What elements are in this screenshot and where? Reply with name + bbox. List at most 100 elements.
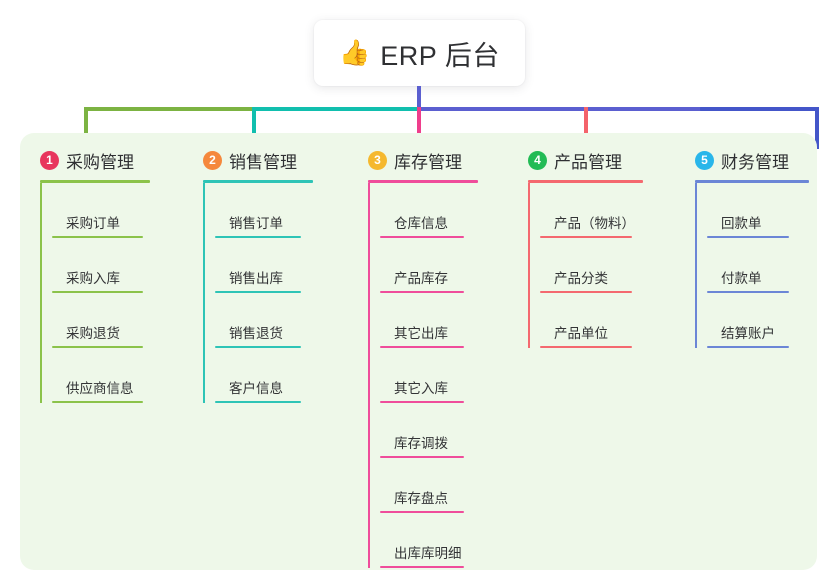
connector-drop-1 <box>84 107 88 149</box>
list-item-rule <box>52 401 143 403</box>
branch-title-3: 库存管理 <box>394 152 462 172</box>
list-item-label: 仓库信息 <box>394 216 448 231</box>
connector-drop-3 <box>417 107 421 149</box>
branch-header-5[interactable]: 5 财务管理 <box>695 146 839 174</box>
branch-items-1: 采购订单 采购入库 采购退货 供应商信息 <box>40 183 200 403</box>
list-item-label: 产品库存 <box>394 271 448 286</box>
list-item-rule <box>380 511 464 513</box>
root-node[interactable]: 👍 ERP 后台 <box>314 20 525 86</box>
list-item-label: 其它入库 <box>394 381 448 396</box>
list-item[interactable]: 仓库信息 <box>380 183 528 238</box>
branch-rule-5 <box>695 180 809 183</box>
branch-title-2: 销售管理 <box>229 152 297 172</box>
number-badge-3: 3 <box>368 150 387 170</box>
branch-column-4: 4 产品管理 产品（物料） 产品分类 产品单位 <box>528 146 688 348</box>
list-item[interactable]: 采购订单 <box>52 183 200 238</box>
branch-rule-4 <box>528 180 643 183</box>
branch-rule-2 <box>203 180 313 183</box>
list-item[interactable]: 结算账户 <box>707 293 839 348</box>
list-item-label: 结算账户 <box>721 326 775 341</box>
list-item[interactable]: 产品单位 <box>540 293 688 348</box>
list-item-rule <box>52 236 143 238</box>
list-item-rule <box>540 236 632 238</box>
branch-header-1[interactable]: 1 采购管理 <box>40 146 200 174</box>
connector-bus-green <box>84 107 254 111</box>
list-item[interactable]: 销售出库 <box>215 238 363 293</box>
list-item-rule <box>215 401 301 403</box>
list-item-rule <box>380 566 464 568</box>
list-item[interactable]: 其它入库 <box>380 348 528 403</box>
list-item-label: 客户信息 <box>229 381 283 396</box>
branch-header-4[interactable]: 4 产品管理 <box>528 146 688 174</box>
list-item-label: 出库库明细 <box>394 546 462 561</box>
list-item[interactable]: 客户信息 <box>215 348 363 403</box>
list-item[interactable]: 采购退货 <box>52 293 200 348</box>
branch-column-1: 1 采购管理 采购订单 采购入库 采购退货 供应商信息 <box>40 146 200 403</box>
list-item-rule <box>215 236 301 238</box>
list-item-rule <box>707 291 789 293</box>
list-item-label: 库存调拨 <box>394 436 448 451</box>
list-item[interactable]: 产品（物料） <box>540 183 688 238</box>
list-item[interactable]: 付款单 <box>707 238 839 293</box>
list-item-label: 付款单 <box>721 271 762 286</box>
branch-column-2: 2 销售管理 销售订单 销售出库 销售退货 客户信息 <box>203 146 363 403</box>
list-item[interactable]: 其它出库 <box>380 293 528 348</box>
list-item-label: 其它出库 <box>394 326 448 341</box>
list-item-rule <box>707 236 789 238</box>
branch-title-1: 采购管理 <box>66 152 134 172</box>
list-item-rule <box>215 291 301 293</box>
branch-column-5: 5 财务管理 回款单 付款单 结算账户 <box>695 146 839 348</box>
number-badge-5: 5 <box>695 150 714 170</box>
list-item-label: 供应商信息 <box>66 381 134 396</box>
branch-items-5: 回款单 付款单 结算账户 <box>695 183 839 348</box>
list-item-rule <box>380 456 464 458</box>
branch-header-3[interactable]: 3 库存管理 <box>368 146 528 174</box>
list-item-rule <box>52 346 143 348</box>
list-item[interactable]: 供应商信息 <box>52 348 200 403</box>
connector-bus-teal <box>252 107 419 111</box>
list-item-rule <box>380 401 464 403</box>
list-item-label: 销售订单 <box>229 216 283 231</box>
connector-bus-blue <box>417 107 702 111</box>
list-item[interactable]: 产品库存 <box>380 238 528 293</box>
branch-items-3: 仓库信息 产品库存 其它出库 其它入库 库存调拨 库存盘点 <box>368 183 528 568</box>
list-item-label: 库存盘点 <box>394 491 448 506</box>
number-badge-4: 4 <box>528 150 547 170</box>
list-item-rule <box>52 291 143 293</box>
connector-bus-indigo <box>700 107 819 111</box>
list-item[interactable]: 销售订单 <box>215 183 363 238</box>
list-item[interactable]: 回款单 <box>707 183 839 238</box>
connector-root-stem <box>417 86 421 110</box>
list-item-label: 产品分类 <box>554 271 608 286</box>
branch-spine-4 <box>528 183 530 348</box>
branch-panel <box>20 133 817 570</box>
branch-spine-1 <box>40 183 42 403</box>
branch-spine-3 <box>368 183 370 568</box>
list-item-label: 销售退货 <box>229 326 283 341</box>
branch-title-5: 财务管理 <box>721 152 789 172</box>
list-item-label: 产品单位 <box>554 326 608 341</box>
list-item[interactable]: 销售退货 <box>215 293 363 348</box>
branch-column-3: 3 库存管理 仓库信息 产品库存 其它出库 其它入库 库存调拨 <box>368 146 528 568</box>
list-item[interactable]: 采购入库 <box>52 238 200 293</box>
list-item[interactable]: 库存盘点 <box>380 458 528 513</box>
connector-drop-5 <box>815 107 819 149</box>
list-item-rule <box>380 236 464 238</box>
branch-items-2: 销售订单 销售出库 销售退货 客户信息 <box>203 183 363 403</box>
list-item-label: 销售出库 <box>229 271 283 286</box>
branch-spine-2 <box>203 183 205 403</box>
branch-header-2[interactable]: 2 销售管理 <box>203 146 363 174</box>
list-item-rule <box>380 291 464 293</box>
list-item-rule <box>707 346 789 348</box>
list-item-label: 产品（物料） <box>554 216 635 231</box>
list-item-label: 采购入库 <box>66 271 120 286</box>
list-item[interactable]: 出库库明细 <box>380 513 528 568</box>
list-item[interactable]: 库存调拨 <box>380 403 528 458</box>
list-item[interactable]: 产品分类 <box>540 238 688 293</box>
branch-title-4: 产品管理 <box>554 152 622 172</box>
thumbs-up-icon: 👍 <box>339 38 371 67</box>
connector-drop-2 <box>252 107 256 149</box>
branch-rule-3 <box>368 180 478 183</box>
root-title: ERP 后台 <box>380 40 500 71</box>
